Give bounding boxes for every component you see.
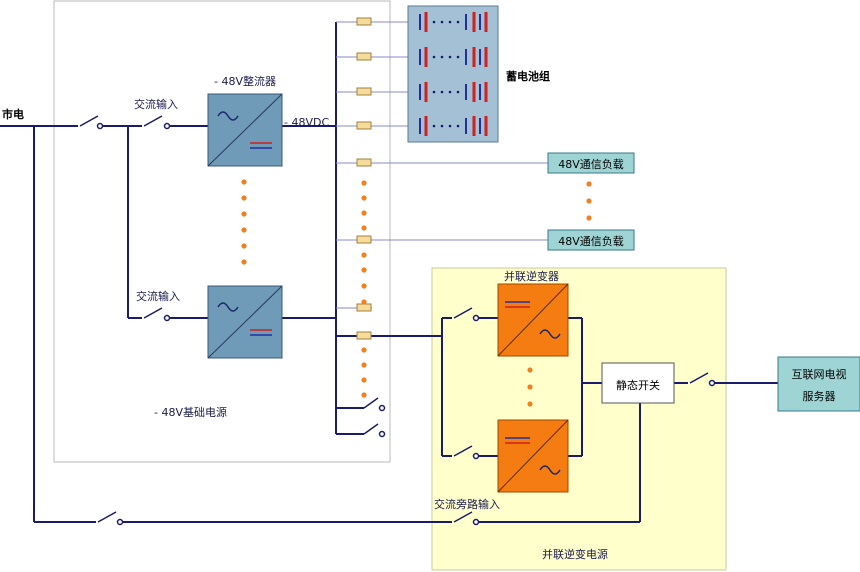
battery-dot bbox=[456, 20, 460, 24]
battery-dot bbox=[448, 124, 452, 128]
battery-dot bbox=[440, 20, 444, 24]
bypass-input-label: 交流旁路输入 bbox=[434, 498, 500, 511]
main-wiring bbox=[0, 22, 778, 523]
battery-dot bbox=[448, 55, 452, 59]
ac-input-label-2: 交流输入 bbox=[136, 290, 180, 303]
continuation-dot bbox=[241, 227, 247, 233]
inverter-power-label: 并联逆变电源 bbox=[542, 548, 608, 561]
battery-dot bbox=[440, 55, 444, 59]
continuation-dot bbox=[361, 195, 367, 201]
continuation-dot bbox=[361, 252, 367, 258]
fuse bbox=[356, 235, 372, 244]
fuse bbox=[356, 331, 372, 340]
continuation-dot bbox=[361, 377, 367, 383]
battery-bank bbox=[407, 5, 499, 143]
static-switch-label: 静态开关 bbox=[616, 379, 660, 392]
continuation-dot bbox=[361, 180, 367, 186]
load-box-2 bbox=[547, 229, 635, 251]
load-label-1: 48V通信负载 bbox=[558, 158, 624, 171]
switches bbox=[79, 115, 716, 526]
continuation-dot bbox=[361, 267, 367, 273]
battery-dot bbox=[432, 124, 436, 128]
ac-input-switch-2 bbox=[143, 307, 171, 322]
battery-dot bbox=[456, 124, 460, 128]
continuation-dot bbox=[527, 384, 533, 390]
load-box-1 bbox=[547, 152, 635, 174]
ac-input-label-1: 交流输入 bbox=[134, 98, 178, 111]
static-switch-box bbox=[601, 362, 675, 404]
inverter-module-2 bbox=[497, 419, 569, 493]
mains-switch bbox=[79, 115, 104, 130]
rectifier-module-2 bbox=[207, 285, 283, 359]
mains-label: 市电 bbox=[2, 108, 24, 121]
continuation-dot bbox=[361, 392, 367, 398]
fuse bbox=[356, 303, 372, 312]
server-box bbox=[777, 356, 860, 412]
battery-dot bbox=[440, 124, 444, 128]
load-label-2: 48V通信负载 bbox=[558, 235, 624, 248]
server-label-line2: 服务器 bbox=[802, 390, 836, 403]
battery-dot bbox=[456, 55, 460, 59]
inverter-in-switch-2 bbox=[453, 445, 480, 460]
fuse bbox=[356, 52, 372, 61]
battery-bank-label: 蓄电池组 bbox=[506, 70, 550, 83]
continuation-dot bbox=[241, 179, 247, 185]
inverter-label: 并联逆变器 bbox=[504, 270, 559, 283]
continuation-dot bbox=[586, 215, 592, 221]
battery-dot bbox=[432, 20, 436, 24]
battery-dot bbox=[448, 90, 452, 94]
continuation-dot bbox=[241, 259, 247, 265]
battery-dot bbox=[456, 90, 460, 94]
continuation-dot bbox=[527, 401, 533, 407]
dc-switch-1 bbox=[363, 397, 386, 412]
bypass-switch-1 bbox=[97, 511, 124, 526]
battery-dot bbox=[432, 90, 436, 94]
continuation-dot bbox=[586, 198, 592, 204]
continuation-dot bbox=[361, 299, 367, 305]
inverter-module-1 bbox=[497, 283, 569, 357]
dc-bus-label: - 48VDC bbox=[284, 116, 330, 129]
base-power-enclosure bbox=[53, 0, 391, 463]
continuation-dot bbox=[241, 211, 247, 217]
rectifier-label: - 48V整流器 bbox=[214, 75, 276, 88]
continuation-dot bbox=[361, 347, 367, 353]
rectifier-module-1 bbox=[207, 93, 283, 167]
fuse bbox=[356, 121, 372, 130]
fuse bbox=[356, 87, 372, 96]
continuation-dot bbox=[361, 225, 367, 231]
base-power-label: - 48V基础电源 bbox=[154, 406, 227, 419]
battery-dot bbox=[432, 55, 436, 59]
server-label-line1: 互联网电视 bbox=[791, 368, 847, 381]
continuation-dot bbox=[361, 362, 367, 368]
continuation-dot bbox=[241, 195, 247, 201]
continuation-dot bbox=[527, 367, 533, 373]
continuation-dot bbox=[241, 243, 247, 249]
continuation-dot bbox=[361, 283, 367, 289]
output-switch bbox=[689, 372, 716, 387]
continuation-dot bbox=[586, 181, 592, 187]
inverter-in-switch-1 bbox=[453, 307, 480, 322]
continuation-dot bbox=[361, 210, 367, 216]
battery-dot bbox=[448, 20, 452, 24]
dc-switch-2 bbox=[363, 423, 386, 438]
fuse bbox=[356, 158, 372, 167]
fuse bbox=[356, 17, 372, 26]
continuation-dots bbox=[241, 179, 592, 407]
ac-input-switch-1 bbox=[143, 115, 171, 130]
battery-dot bbox=[440, 90, 444, 94]
bypass-switch-2 bbox=[453, 511, 480, 526]
